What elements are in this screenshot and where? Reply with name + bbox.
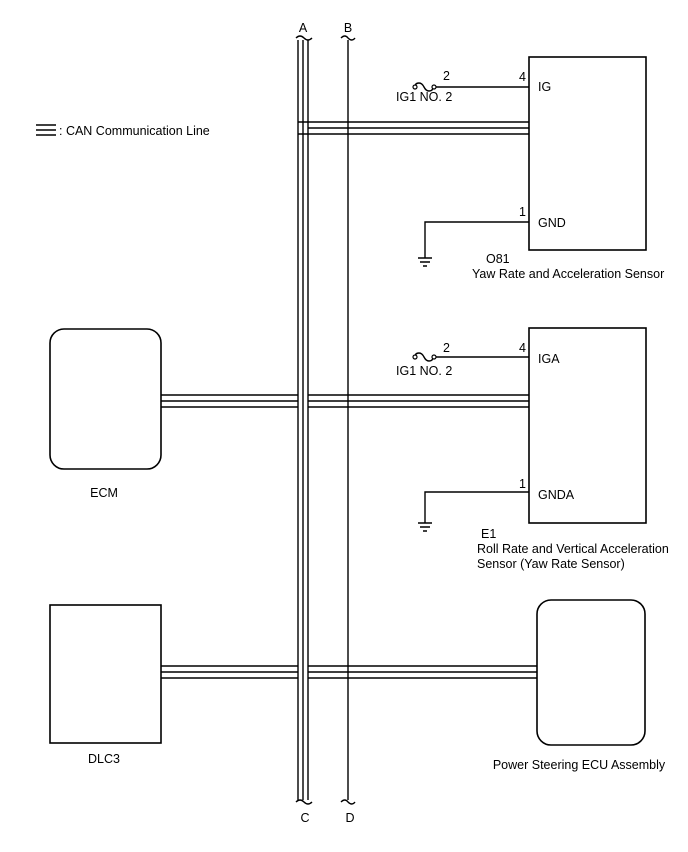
- yaw-sensor-code: O81: [486, 252, 510, 266]
- fuse-icon: [414, 82, 434, 92]
- dlc3: DLC3: [49, 604, 162, 766]
- roll-sensor-name-line1: Roll Rate and Vertical Acceleration: [477, 542, 669, 556]
- yaw-sensor-box: [528, 56, 647, 251]
- yaw-pin-gnd: 1: [519, 205, 526, 219]
- yaw-ig-label: IG: [538, 80, 551, 94]
- roll-fuse-pin: 2: [443, 341, 450, 355]
- roll-sensor-code: E1: [481, 527, 496, 541]
- yaw-gnd-wire: [424, 221, 529, 258]
- yaw-fuse-label: IG1 NO. 2: [396, 90, 452, 104]
- dlc3-label: DLC3: [88, 752, 120, 766]
- yaw-pin-ig: 4: [519, 70, 526, 84]
- ecm: ECM: [49, 328, 162, 500]
- ps-ecu: Power Steering ECU Assembly: [493, 599, 666, 772]
- legend-text: : CAN Communication Line: [59, 124, 210, 138]
- roll-fuse-label: IG1 NO. 2: [396, 364, 452, 378]
- fuse-icon: [414, 352, 434, 362]
- bus-label-a: A: [299, 21, 308, 35]
- bus-label-b: B: [344, 21, 352, 35]
- yaw-gnd-label: GND: [538, 216, 566, 230]
- yaw-fuse-pin: 2: [443, 69, 450, 83]
- can-branch-yaw: [298, 121, 529, 135]
- dlc3-box: [49, 604, 162, 744]
- roll-gnda-label: GNDA: [538, 488, 575, 502]
- ground-icon: [418, 522, 432, 532]
- ground-icon: [418, 257, 432, 267]
- roll-sensor-name-line2: Sensor (Yaw Rate Sensor): [477, 557, 625, 571]
- bus-label-c: C: [300, 811, 309, 825]
- ecm-label: ECM: [90, 486, 118, 500]
- bus-label-d: D: [345, 811, 354, 825]
- ps-ecu-box: [536, 599, 646, 746]
- roll-pin-iga: 4: [519, 341, 526, 355]
- can-branch-dlc3-ps: [160, 665, 537, 679]
- roll-pin-gnda: 1: [519, 477, 526, 491]
- ecm-box: [49, 328, 162, 470]
- roll-sensor: 2 IG1 NO. 2 4 IGA 1 GNDA E1 Roll Rate an…: [396, 327, 669, 571]
- roll-iga-label: IGA: [538, 352, 560, 366]
- roll-gnda-wire: [424, 491, 529, 523]
- bus-trunk-b-d: [340, 35, 356, 805]
- can-branch-ecm-roll: [160, 394, 529, 408]
- ps-ecu-label: Power Steering ECU Assembly: [493, 758, 666, 772]
- bus-trunk-a-c: [295, 35, 313, 805]
- yaw-sensor: 2 IG1 NO. 2 4 IG 1 GND O81 Yaw Rate and …: [396, 56, 664, 281]
- roll-sensor-box: [528, 327, 647, 524]
- legend: : CAN Communication Line: [36, 124, 210, 138]
- yaw-sensor-name: Yaw Rate and Acceleration Sensor: [472, 267, 664, 281]
